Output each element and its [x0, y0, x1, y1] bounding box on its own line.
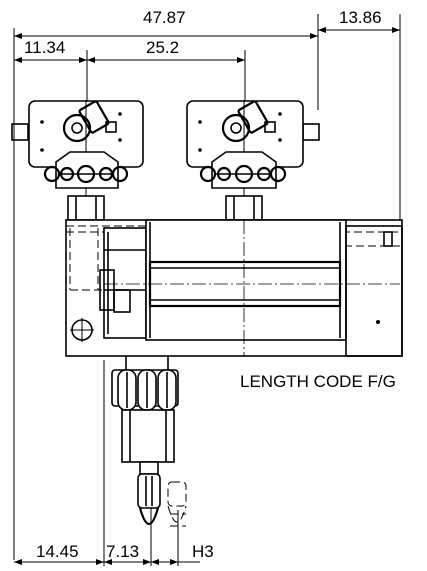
- dim-overall-width: 47.87: [143, 8, 186, 27]
- hoist-body: [65, 219, 403, 357]
- hook-block: [111, 356, 187, 527]
- dim-right-offset: 13.86: [339, 8, 382, 27]
- dim-left-offset: 11.34: [24, 38, 65, 57]
- length-code-label: LENGTH CODE F/G: [240, 372, 396, 391]
- dim-trolley-spacing: 25.2: [146, 38, 179, 57]
- dim-bottom-left: 14.45: [36, 542, 79, 561]
- trolley-right: [186, 100, 320, 221]
- trolley-left: [11, 100, 144, 221]
- dim-bottom-right: H3: [192, 542, 214, 561]
- dimension-lines: [13, 14, 401, 566]
- dim-bottom-mid: 7.13: [106, 542, 139, 561]
